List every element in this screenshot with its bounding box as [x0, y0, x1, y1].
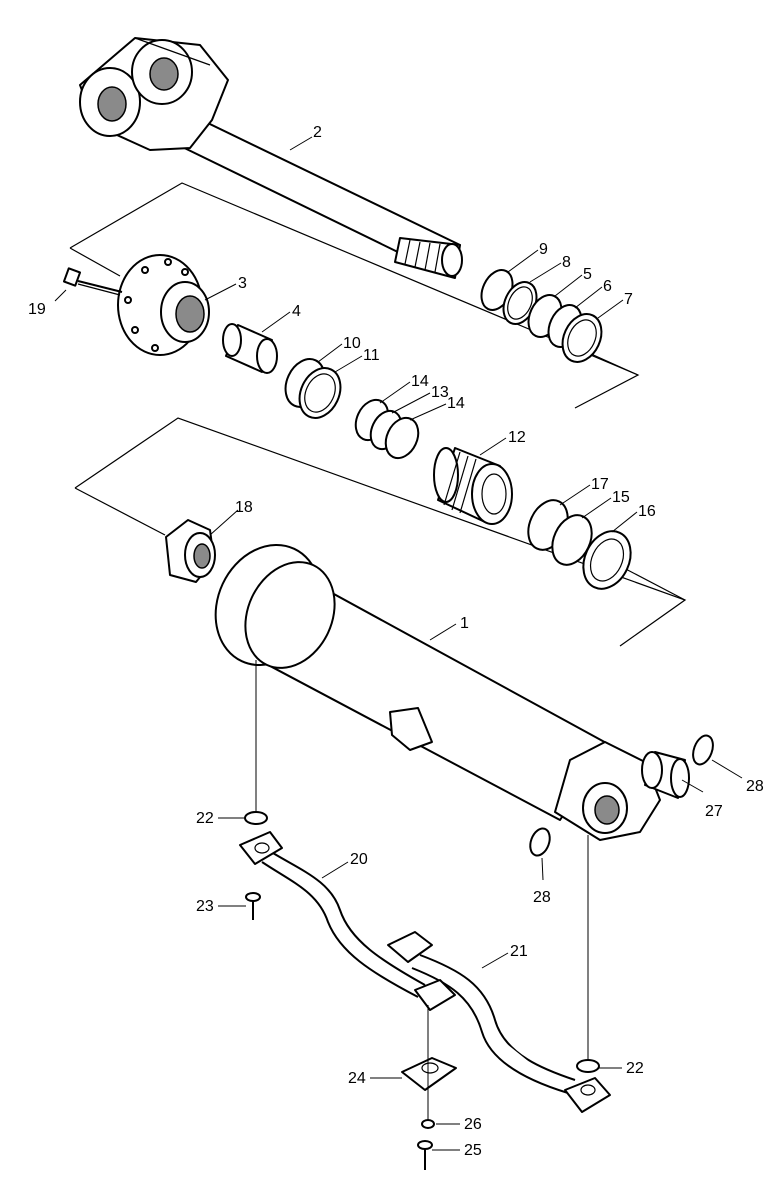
bolt-25	[417, 1140, 433, 1170]
piston-rod	[79, 37, 463, 279]
callout-23: 23	[196, 898, 214, 915]
seal-kit-frame-lower	[74, 417, 687, 647]
callout-21: 21	[510, 943, 528, 960]
callout-20: 20	[350, 851, 368, 868]
callout-15: 15	[612, 489, 630, 506]
o-ring-22-top	[244, 811, 268, 825]
callout-16: 16	[638, 503, 656, 520]
callout-1: 1	[460, 615, 469, 632]
ring-14-rear	[384, 416, 420, 460]
callout-11: 11	[363, 347, 380, 364]
bushing	[222, 323, 278, 374]
ring-16	[582, 530, 632, 590]
leader-lines	[54, 136, 743, 1151]
callout-25: 25	[464, 1142, 482, 1159]
ring-28-left	[529, 827, 551, 857]
rod-cover	[117, 254, 210, 356]
callout-13: 13	[431, 384, 449, 401]
pipe-21	[387, 931, 611, 1113]
callout-9: 9	[539, 241, 548, 258]
callout-6: 6	[603, 278, 612, 295]
callout-14-top: 14	[411, 373, 429, 390]
pipe-clamp-upper	[414, 979, 456, 1011]
callout-14-bottom: 14	[447, 395, 465, 412]
callout-28-left: 28	[533, 889, 551, 906]
piston-nut	[165, 519, 216, 583]
ring-7	[561, 313, 603, 363]
alignment-lines	[255, 660, 589, 1120]
callout-3: 3	[238, 275, 247, 292]
callout-7: 7	[624, 291, 633, 308]
callout-19: 19	[28, 301, 46, 318]
callout-5: 5	[583, 266, 592, 283]
pipe-20	[239, 831, 426, 998]
callout-4: 4	[292, 303, 301, 320]
callout-8: 8	[562, 254, 571, 271]
washer-26	[421, 1119, 435, 1129]
ring-28-right	[692, 734, 714, 766]
callout-10: 10	[343, 335, 361, 352]
bolt-23	[245, 892, 261, 920]
cylinder-tube	[214, 543, 661, 841]
o-ring-22-bottom	[576, 1059, 600, 1073]
callout-17: 17	[591, 476, 609, 493]
callout-18: 18	[235, 499, 253, 516]
callout-22-bottom: 22	[626, 1060, 644, 1077]
callout-2: 2	[313, 124, 322, 141]
callout-26: 26	[464, 1116, 482, 1133]
callout-27: 27	[705, 803, 723, 820]
bushing-27	[641, 751, 690, 799]
hex-bolt-19	[62, 267, 123, 296]
callout-labels: 1 2 3 4 5 6 7 8 9 10 11 12 13 14 14 15 1…	[28, 124, 764, 1159]
callout-12: 12	[508, 429, 526, 446]
callout-28-right: 28	[746, 778, 764, 795]
piston	[433, 447, 513, 525]
ring-8	[502, 281, 538, 325]
callout-24: 24	[348, 1070, 366, 1087]
ring-11	[298, 367, 342, 419]
clamp-24	[401, 1057, 457, 1091]
callout-22-top: 22	[196, 810, 214, 827]
